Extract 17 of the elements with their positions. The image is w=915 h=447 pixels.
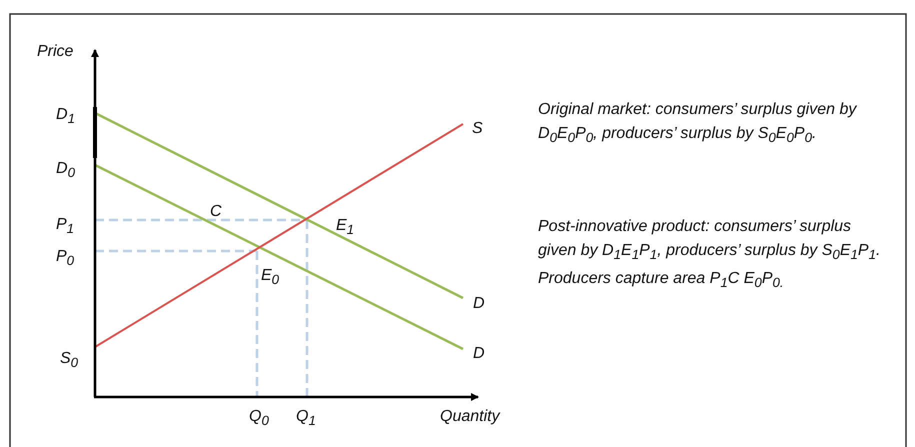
point-label: E$_{0}$ [261,267,280,290]
note-text: Original market: consumers’ surplus given by D$_{0}$E$_{0}$P$_{0}$, producers’ surplus by S$_{0}$E$_{0}$P$_{0}$. [538,100,858,148]
curve-label: D [473,345,485,363]
curve-label: D$_{0}$ [56,160,75,182]
curve-label: D [473,295,485,313]
quantity-label: Q$_{1}$ [296,408,316,430]
point-label: E$_{1}$ [336,217,354,240]
curve-label: S$_{0}$ [60,350,78,372]
curve-label: D$_{1}$ [56,106,75,128]
price-label: P$_{1}$ [56,216,74,238]
note-text: Post-innovative product: consumers’ surplus given by D$_{1}$E$_{1}$P$_{1}$, producers’ surplus by S$_{0}$E$_{1}$P$_{1}$. Producers capture area P$_{1}$C E$_{0}$P$_{0.}$ [538,217,882,292]
curve-label: S [472,120,483,138]
quantity-label: Q$_{0}$ [249,408,269,430]
price-label: P$_{0}$ [56,248,74,270]
point-label: C [210,203,222,221]
axis-title: Quantity [440,408,500,426]
axis-title: Price [37,43,74,61]
